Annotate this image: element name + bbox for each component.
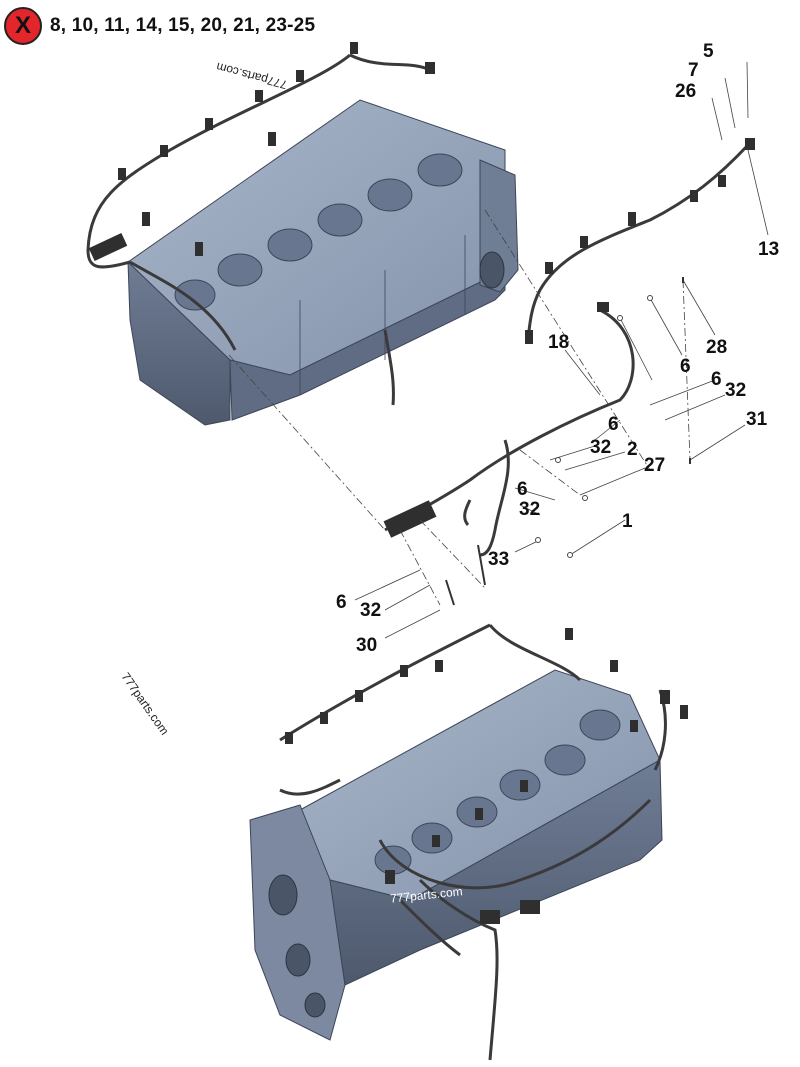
- callout-label: 7: [688, 60, 699, 81]
- excluded-items-header: X 8, 10, 11, 14, 15, 20, 21, 23-25: [4, 6, 315, 46]
- callout-label: 33: [488, 549, 510, 570]
- excluded-badge-symbol: X: [14, 12, 31, 39]
- engine-block-lower: [249, 669, 663, 1041]
- callout-label: 28: [706, 337, 728, 358]
- excluded-badge-icon: X: [4, 7, 42, 45]
- callout-label: 32: [519, 499, 541, 520]
- harness-connectors-exploded: [383, 138, 755, 538]
- washers: [535, 295, 653, 558]
- harness-connectors-lower: [285, 628, 688, 924]
- callout-label: 6: [680, 356, 691, 377]
- engine-block-upper: [127, 99, 519, 426]
- excluded-items-list: 8, 10, 11, 14, 15, 20, 21, 23-25: [50, 15, 316, 36]
- callout-label: 32: [590, 437, 612, 458]
- callout-label: 31: [746, 409, 768, 430]
- callout-label: 18: [548, 332, 570, 353]
- callout-label: 13: [758, 239, 780, 260]
- harness-connectors-upper: [88, 42, 435, 261]
- callout-label: 1: [622, 511, 633, 532]
- callout-label: 6: [608, 414, 619, 435]
- callout-label: 6: [711, 369, 722, 390]
- callout-label: 26: [675, 81, 697, 102]
- wiring-harness-exploded: [384, 143, 750, 557]
- callout-label: 6: [336, 592, 347, 613]
- callout-label: 5: [703, 41, 714, 62]
- fasteners: [445, 277, 691, 606]
- callout-label: 2: [627, 439, 638, 460]
- wiring-harness-upper: [86, 53, 431, 406]
- callout-label: 32: [360, 600, 382, 621]
- leader-lines: [228, 61, 769, 639]
- callout-label: 32: [725, 380, 747, 401]
- callout-label: 27: [644, 455, 666, 476]
- callout-label: 30: [356, 635, 378, 656]
- callout-label: 6: [517, 479, 528, 500]
- wiring-harness-lower: [279, 623, 667, 1061]
